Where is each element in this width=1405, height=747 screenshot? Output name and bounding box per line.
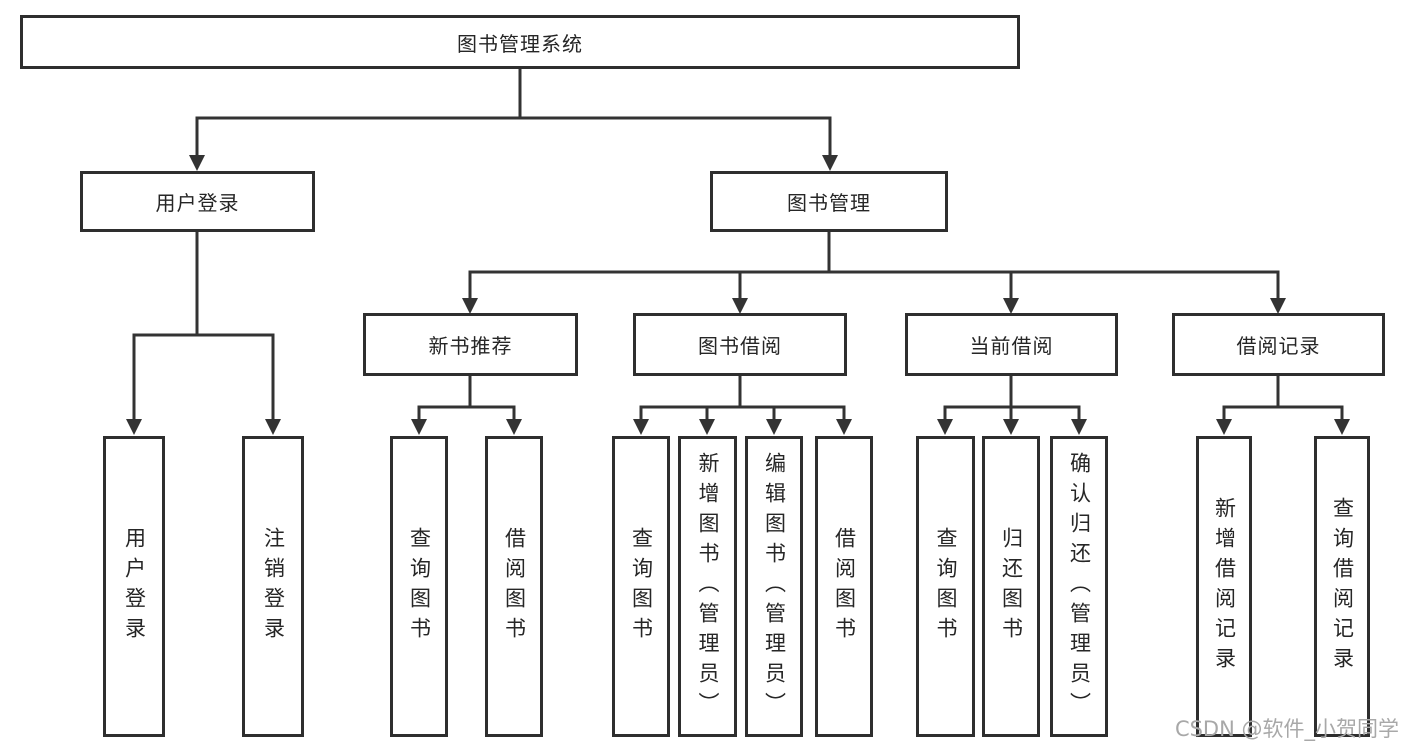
leaf-add-book-admin: 新增图书（管理员） xyxy=(678,436,737,737)
leaf-query-borrow-record-label: 查询借阅记录 xyxy=(1330,496,1355,677)
node-book-borrowing-label: 图书借阅 xyxy=(698,334,782,358)
leaf-query-books-3-label: 查询图书 xyxy=(934,526,958,647)
node-current-borrowing-label: 当前借阅 xyxy=(969,334,1054,358)
leaf-query-books-2: 查询图书 xyxy=(612,436,670,737)
leaf-edit-book-admin-label: 编辑图书（管理员） xyxy=(762,451,787,722)
leaf-query-books-2-label: 查询图书 xyxy=(629,526,654,647)
leaf-borrow-books-1: 借阅图书 xyxy=(485,436,543,737)
leaf-add-borrow-record-label: 新增借阅记录 xyxy=(1212,496,1237,677)
node-borrowing-records: 借阅记录 xyxy=(1172,313,1385,376)
node-root-label: 图书管理系统 xyxy=(457,31,583,56)
leaf-borrow-books-2-label: 借阅图书 xyxy=(832,526,857,647)
leaf-edit-book-admin: 编辑图书（管理员） xyxy=(745,436,803,737)
node-user-login: 用户登录 xyxy=(80,171,315,232)
leaf-add-borrow-record: 新增借阅记录 xyxy=(1196,436,1252,737)
node-book-borrowing: 图书借阅 xyxy=(633,313,847,376)
leaf-return-books-label: 归还图书 xyxy=(999,526,1024,647)
node-new-book-recommend-label: 新书推荐 xyxy=(428,334,513,358)
leaf-logout-label: 注销登录 xyxy=(261,526,286,647)
node-current-borrowing: 当前借阅 xyxy=(905,313,1118,376)
leaf-query-borrow-record: 查询借阅记录 xyxy=(1314,436,1370,737)
leaf-return-books: 归还图书 xyxy=(982,436,1040,737)
node-book-management-label: 图书管理 xyxy=(787,191,871,215)
leaf-confirm-return-admin: 确认归还（管理员） xyxy=(1050,436,1108,737)
leaf-add-book-admin-label: 新增图书（管理员） xyxy=(696,451,720,722)
watermark: CSDN @软件_小贺同学 xyxy=(1174,717,1399,741)
leaf-query-books-1: 查询图书 xyxy=(390,436,448,737)
node-user-login-label: 用户登录 xyxy=(155,191,240,215)
leaf-logout: 注销登录 xyxy=(242,436,304,737)
leaf-query-books-3: 查询图书 xyxy=(916,436,975,737)
node-book-management: 图书管理 xyxy=(710,171,948,232)
leaf-confirm-return-admin-label: 确认归还（管理员） xyxy=(1067,451,1092,722)
node-root: 图书管理系统 xyxy=(20,15,1020,69)
leaf-user-login-label: 用户登录 xyxy=(122,526,147,647)
node-borrowing-records-label: 借阅记录 xyxy=(1236,334,1321,358)
leaf-borrow-books-2: 借阅图书 xyxy=(815,436,873,737)
leaf-query-books-1-label: 查询图书 xyxy=(407,526,432,647)
leaf-user-login: 用户登录 xyxy=(103,436,165,737)
leaf-borrow-books-1-label: 借阅图书 xyxy=(502,526,527,647)
node-new-book-recommend: 新书推荐 xyxy=(363,313,578,376)
